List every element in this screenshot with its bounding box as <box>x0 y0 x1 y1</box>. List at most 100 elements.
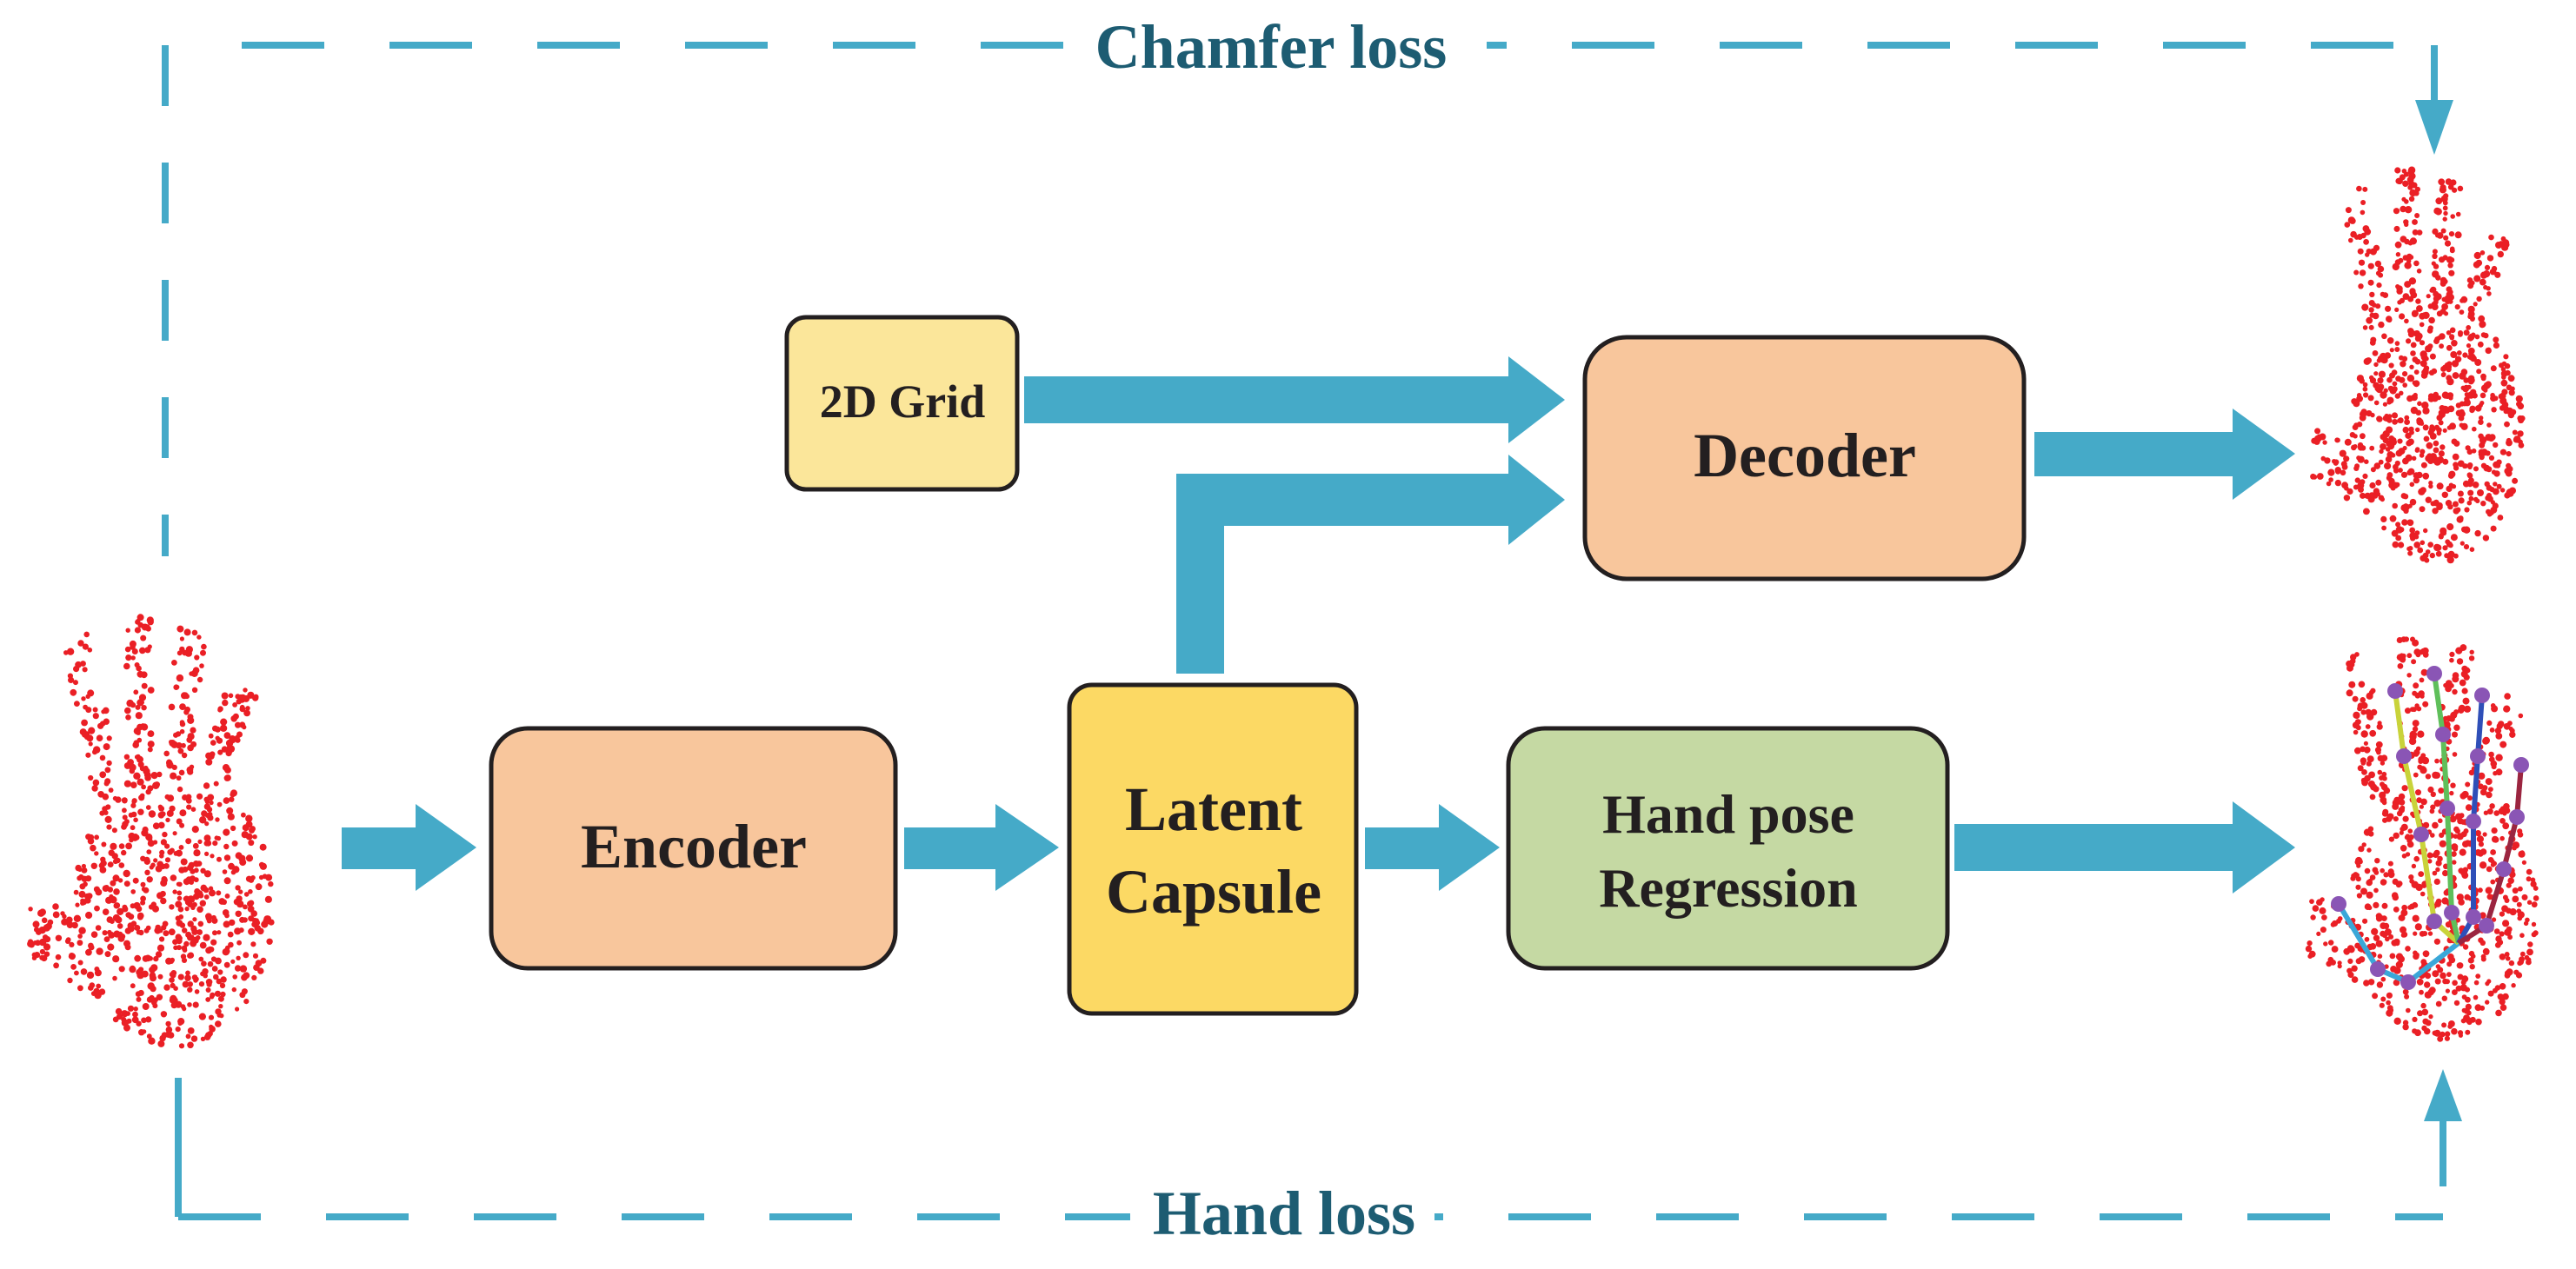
skeleton-joint <box>2387 683 2403 699</box>
input-cloud-point <box>94 905 100 912</box>
recon-cloud-point <box>2466 384 2472 390</box>
pose-cloud-point <box>2469 649 2474 654</box>
recon-cloud-point <box>2433 424 2440 430</box>
recon-cloud-point <box>2353 400 2360 408</box>
input-cloud-point <box>176 895 183 901</box>
pose-cloud-point <box>2367 781 2375 787</box>
input-cloud-point <box>43 924 50 932</box>
recon-cloud-point <box>2486 422 2492 428</box>
pose-cloud-point <box>2531 932 2537 938</box>
recon-cloud-point <box>2397 300 2402 305</box>
input-cloud-point <box>99 867 107 874</box>
pose-cloud-point <box>2464 840 2472 847</box>
recon-cloud-point <box>2374 260 2382 268</box>
input-cloud-point <box>66 648 75 655</box>
pose-cloud-point <box>2490 849 2497 855</box>
input-cloud-point <box>243 688 248 693</box>
recon-cloud-point <box>2457 490 2464 497</box>
input-cloud-point <box>170 772 177 780</box>
recon-cloud-point <box>2361 303 2369 311</box>
pose-cloud-point <box>2400 933 2406 938</box>
input-cloud-point <box>258 874 264 880</box>
skeleton-joint <box>2513 757 2529 773</box>
recon-cloud-point <box>2420 421 2425 426</box>
pose-cloud-point <box>2491 917 2497 922</box>
pose-cloud-point <box>2419 677 2425 683</box>
input-cloud-point <box>79 883 86 890</box>
input-cloud-point <box>169 972 175 978</box>
pose-cloud-point <box>2441 995 2447 1001</box>
recon-cloud-point <box>2485 434 2493 442</box>
pose-cloud-point <box>2533 895 2539 901</box>
recon-cloud-point <box>2382 402 2387 407</box>
pose-cloud-point <box>2382 775 2387 781</box>
recon-cloud-point <box>2380 496 2385 502</box>
recon-cloud-point <box>2404 415 2410 421</box>
recon-cloud-point <box>2370 467 2376 473</box>
recon-cloud-point <box>2403 171 2409 177</box>
input-cloud-point <box>255 883 263 891</box>
recon-cloud-point <box>2486 495 2493 502</box>
recon-cloud-point <box>2473 261 2480 269</box>
input-cloud-point <box>71 921 78 929</box>
recon-cloud-point <box>2448 231 2455 237</box>
input-cloud-point <box>179 703 186 710</box>
input-cloud-point <box>140 895 147 902</box>
recon-cloud-point <box>2402 494 2409 500</box>
pose-cloud-point <box>2439 840 2446 847</box>
input-cloud-point <box>228 693 234 699</box>
input-cloud-point <box>136 929 142 935</box>
input-cloud-point <box>222 699 229 707</box>
recon-cloud-point <box>2497 515 2504 521</box>
pose-cloud-point <box>2502 822 2510 830</box>
recon-cloud-point <box>2486 347 2492 352</box>
pose-cloud-point <box>2526 900 2533 905</box>
input-cloud-point <box>86 971 95 980</box>
recon-cloud-point <box>2420 354 2428 361</box>
pose-cloud-point <box>2406 653 2413 659</box>
pose-cloud-point <box>2330 921 2336 927</box>
pose-cloud-point <box>2406 1007 2411 1013</box>
recon-cloud-point <box>2362 386 2368 392</box>
pose-cloud-point <box>2372 993 2379 1000</box>
input-cloud-point <box>97 791 104 798</box>
recon-cloud-point <box>2393 463 2399 470</box>
input-cloud-point <box>42 934 49 940</box>
input-cloud-point <box>39 954 45 960</box>
recon-cloud-point <box>2438 450 2445 457</box>
recon-cloud-point <box>2431 368 2438 375</box>
pose-cloud-point <box>2320 927 2326 933</box>
input-cloud-point <box>252 694 259 701</box>
input-cloud-point <box>112 1016 119 1023</box>
recon-cloud-point <box>2378 321 2385 329</box>
pose-cloud-point <box>2456 658 2464 665</box>
recon-cloud-point <box>2428 481 2433 486</box>
input-cloud-point <box>235 1007 240 1012</box>
recon-cloud-point <box>2489 487 2495 493</box>
input-cloud-point <box>41 917 48 924</box>
recon-cloud-point <box>2509 487 2516 495</box>
input-cloud-point <box>160 1011 168 1018</box>
pose-cloud-point <box>2490 760 2498 767</box>
pose-cloud-point <box>2435 964 2440 969</box>
recon-cloud-point <box>2406 258 2412 263</box>
pose-cloud-point <box>2496 722 2503 730</box>
pose-cloud-point <box>2364 903 2372 910</box>
input-cloud-point <box>215 817 220 822</box>
input-cloud-point <box>217 995 224 1002</box>
recon-cloud-point <box>2378 370 2386 378</box>
pose-cloud-point <box>2479 1005 2486 1011</box>
pose-cloud-point <box>2479 940 2486 947</box>
pose-cloud-point <box>2437 855 2443 862</box>
input-cloud-point <box>217 708 223 713</box>
recon-cloud-point <box>2377 265 2385 273</box>
pose-cloud-point <box>2393 816 2399 822</box>
input-cloud-point <box>110 842 117 850</box>
pose-cloud-point <box>2391 892 2399 899</box>
input-cloud-point <box>132 741 139 748</box>
pose-cloud-point <box>2521 894 2528 900</box>
recon-cloud-point <box>2422 407 2430 415</box>
pose-cloud-point <box>2427 786 2434 794</box>
input-cloud-point <box>112 874 120 882</box>
recon-cloud-point <box>2402 293 2410 300</box>
